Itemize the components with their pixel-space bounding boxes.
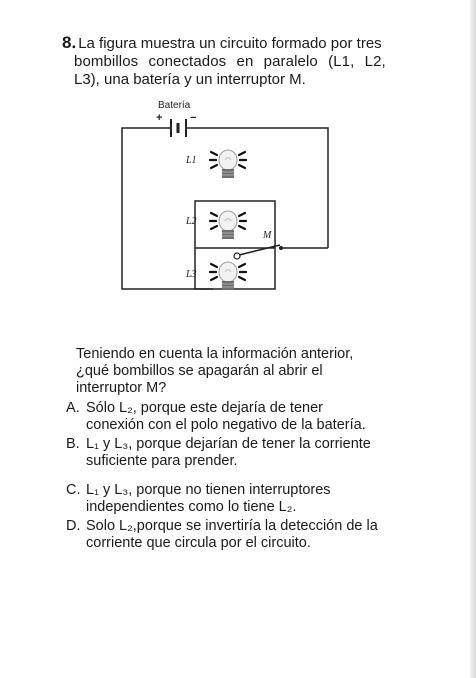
bulb-1-label: L1: [185, 155, 197, 166]
bulb-2-label: L2: [185, 216, 197, 227]
bulb-2: [208, 209, 248, 241]
question-stem-line-2: bombillos conectados en paralelo (L1, L2…: [74, 53, 386, 70]
option-a[interactable]: A. Sólo L₂, porque este dejaría de tener…: [66, 400, 411, 434]
circuit-figure: Batería + − M L1 L2 L3: [118, 97, 338, 312]
question-stem-line-3: L3), una batería y un interruptor M.: [74, 71, 306, 88]
inner-wire-box: [194, 200, 276, 290]
outer-wire-left: [121, 127, 213, 290]
switch-pivot: [233, 252, 241, 260]
prompt-line-2: ¿qué bombillos se apagarán al abrir el: [76, 363, 323, 379]
option-letter: D.: [66, 518, 81, 534]
bulb-3-label: L3: [185, 269, 197, 280]
option-text-line: Sólo L₂, porque este dejaría de tener: [86, 400, 323, 416]
option-text-line: L₁ y L₃, porque dejarían de tener la cor…: [86, 436, 371, 452]
question-prompt: Teniendo en cuenta la información anteri…: [76, 346, 406, 397]
circuit-diagram: Batería + − M L1 L2 L3: [121, 100, 329, 292]
page-edge-shadow: [470, 0, 476, 678]
option-c[interactable]: C. L₁ y L₃, porque no tienen interruptor…: [66, 482, 411, 516]
option-text-line: corriente que circula por el circuito.: [86, 535, 311, 551]
outer-wire-right: [186, 127, 329, 248]
bulb-3: [208, 260, 248, 292]
option-text-line: independientes como lo tiene L₂.: [86, 499, 297, 515]
prompt-line-1: Teniendo en cuenta la información anteri…: [76, 346, 354, 362]
bulb-1: [208, 148, 248, 180]
option-letter: B.: [66, 436, 80, 452]
question-number: 8.: [62, 33, 77, 52]
answer-options: A. Sólo L₂, porque este dejaría de tener…: [66, 400, 411, 554]
prompt-line-3: interruptor M?: [76, 380, 167, 396]
switch-contact: [279, 246, 283, 250]
question-8: 8.La figura muestra un circuito formado …: [62, 34, 402, 89]
battery-label: Batería: [158, 100, 191, 111]
option-text-line: conexión con el polo negativo de la bate…: [86, 417, 366, 433]
battery-minus-sign: −: [190, 112, 196, 124]
option-b[interactable]: B. L₁ y L₃, porque dejarían de tener la …: [66, 436, 411, 470]
switch-blade: [238, 244, 281, 256]
question-stem-line-1: 8.La figura muestra un circuito formado …: [62, 33, 382, 53]
switch-label: M: [262, 230, 272, 241]
option-letter: C.: [66, 482, 81, 498]
option-text-line: L₁ y L₃, porque no tienen interruptores: [86, 482, 331, 498]
option-text-line: suficiente para prender.: [86, 453, 238, 469]
battery-plus-sign: +: [156, 112, 162, 124]
option-letter: A.: [66, 400, 80, 416]
option-text-line: Solo L₂,porque se invertiría la detecció…: [86, 518, 378, 534]
option-d[interactable]: D. Solo L₂,porque se invertiría la detec…: [66, 518, 411, 552]
